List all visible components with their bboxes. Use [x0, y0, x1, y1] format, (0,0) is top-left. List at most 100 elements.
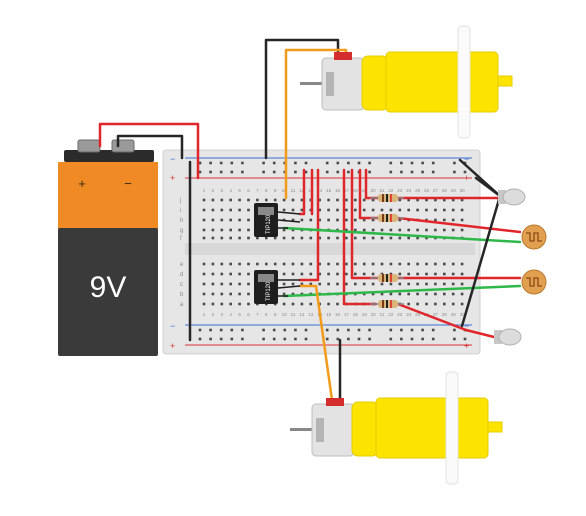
battery-minus-label: −: [124, 176, 132, 191]
breadboard-hole: [460, 198, 464, 202]
transistor-q1[interactable]: TIP120: [254, 203, 301, 237]
breadboard-hole: [247, 228, 250, 232]
resistor-bottom-2[interactable]: [370, 300, 404, 308]
wire-q2-base-jumper[interactable]: [298, 168, 320, 282]
breadboard-hole: [291, 302, 295, 306]
motor-bottom[interactable]: [290, 371, 503, 485]
breadboard-hole: [327, 302, 330, 306]
breadboard-hole: [230, 328, 234, 332]
resistor-top-1[interactable]: [370, 194, 404, 202]
motor-bottom-terminals: [326, 398, 344, 406]
wire-battery-negative[interactable]: [116, 134, 184, 160]
transistor-q2[interactable]: TIP120: [254, 270, 301, 304]
breadboard-hole: [400, 161, 403, 165]
breadboard-column-number: 18: [353, 312, 359, 317]
photoresistor-top[interactable]: [521, 224, 547, 250]
motor-bottom-endcap: [316, 418, 324, 442]
photoresistor-top-track: [526, 232, 542, 242]
breadboard-column-number: 7: [256, 312, 259, 317]
breadboard-hole: [407, 208, 410, 212]
wire-battery-positive[interactable]: [98, 122, 200, 180]
breadboard-hole: [283, 328, 287, 332]
breadboard-hole: [453, 161, 456, 165]
breadboard-column-number: 25: [415, 188, 421, 193]
breadboard-hole: [416, 208, 419, 212]
resistors: [370, 194, 404, 308]
led-bottom[interactable]: [494, 328, 522, 346]
breadboard-hole: [318, 236, 321, 240]
breadboard-hole: [398, 262, 402, 266]
breadboard-hole: [357, 161, 361, 165]
resistor-top-2[interactable]: [370, 214, 404, 222]
breadboard-hole: [425, 302, 428, 306]
breadboard-hole: [229, 282, 232, 286]
breadboard-hole: [283, 337, 287, 341]
motor-top[interactable]: [300, 25, 513, 139]
wire-green-top[interactable]: [282, 226, 522, 244]
resistor-top-1-band-1: [382, 194, 384, 202]
resistor-top-2-band-2: [386, 214, 388, 222]
breadboard-hole: [347, 328, 350, 332]
battery-cap: [64, 150, 154, 162]
breadboard-hole: [336, 198, 339, 202]
transistor-q1-label: TIP120: [266, 214, 272, 234]
breadboard-hole: [371, 198, 375, 202]
breadboard-hole: [211, 292, 215, 296]
wire-bottom-motor-orange[interactable]: [298, 284, 334, 402]
breadboard-hole: [202, 218, 206, 222]
wire-res-top-2-out[interactable]: [396, 216, 522, 234]
breadboard-hole: [272, 328, 276, 332]
breadboard-hole: [398, 292, 402, 296]
breadboard-row-letter: c: [180, 282, 183, 288]
bottom-rail-plus-label-right: +: [464, 341, 469, 351]
breadboard-column-number: 22: [388, 312, 394, 317]
breadboard-hole: [291, 282, 295, 286]
breadboard-hole: [325, 161, 329, 165]
breadboard-hole: [371, 208, 375, 212]
photoresistor-bottom[interactable]: [521, 269, 547, 295]
breadboard-hole: [238, 302, 241, 306]
breadboard-hole: [262, 337, 265, 341]
breadboard-hole: [198, 337, 202, 341]
breadboard-hole: [389, 161, 393, 165]
breadboard-hole: [425, 282, 428, 286]
breadboard-hole: [416, 302, 419, 306]
breadboard-column-number: 19: [362, 188, 368, 193]
breadboard-hole: [345, 282, 348, 286]
breadboard-hole: [434, 228, 437, 232]
breadboard-hole: [219, 337, 223, 341]
wire-res-bottom-2[interactable]: [342, 168, 378, 306]
wire-q1-collector-jumper[interactable]: [298, 168, 306, 216]
breadboard-hole: [282, 198, 286, 202]
breadboard-hole: [247, 302, 250, 306]
led-bottom-rim: [494, 330, 502, 344]
breadboard-hole: [421, 170, 424, 174]
breadboard-hole: [451, 272, 455, 276]
breadboard-hole: [443, 218, 446, 222]
breadboard-hole: [371, 282, 375, 286]
resistor-bottom-1[interactable]: [370, 274, 404, 282]
breadboard-hole: [198, 328, 202, 332]
breadboard-hole: [318, 282, 321, 286]
breadboard-column-number: 15: [326, 312, 332, 317]
breadboard-hole: [425, 208, 428, 212]
breadboard-hole: [262, 161, 265, 165]
wire-res-bottom-2-out[interactable]: [396, 302, 500, 340]
wire-green-bottom[interactable]: [282, 284, 522, 298]
led-top[interactable]: [498, 188, 526, 206]
breadboard-column-number: 1: [203, 188, 206, 193]
breadboard-hole: [410, 170, 414, 174]
breadboard-hole: [362, 262, 366, 266]
breadboard-hole: [389, 282, 393, 286]
wire-top-motor-black[interactable]: [264, 38, 340, 160]
transistor-q1-lead-2: [277, 219, 301, 223]
breadboard-hole: [238, 218, 241, 222]
battery-terminal-positive[interactable]: [77, 139, 101, 153]
motor-bottom-gearbox-neck: [351, 401, 379, 457]
battery-9v[interactable]: + − 9V: [58, 139, 158, 356]
resistor-bottom-1-band-3: [390, 274, 392, 282]
battery-terminal-negative[interactable]: [111, 139, 135, 153]
breadboard-hole: [325, 328, 329, 332]
